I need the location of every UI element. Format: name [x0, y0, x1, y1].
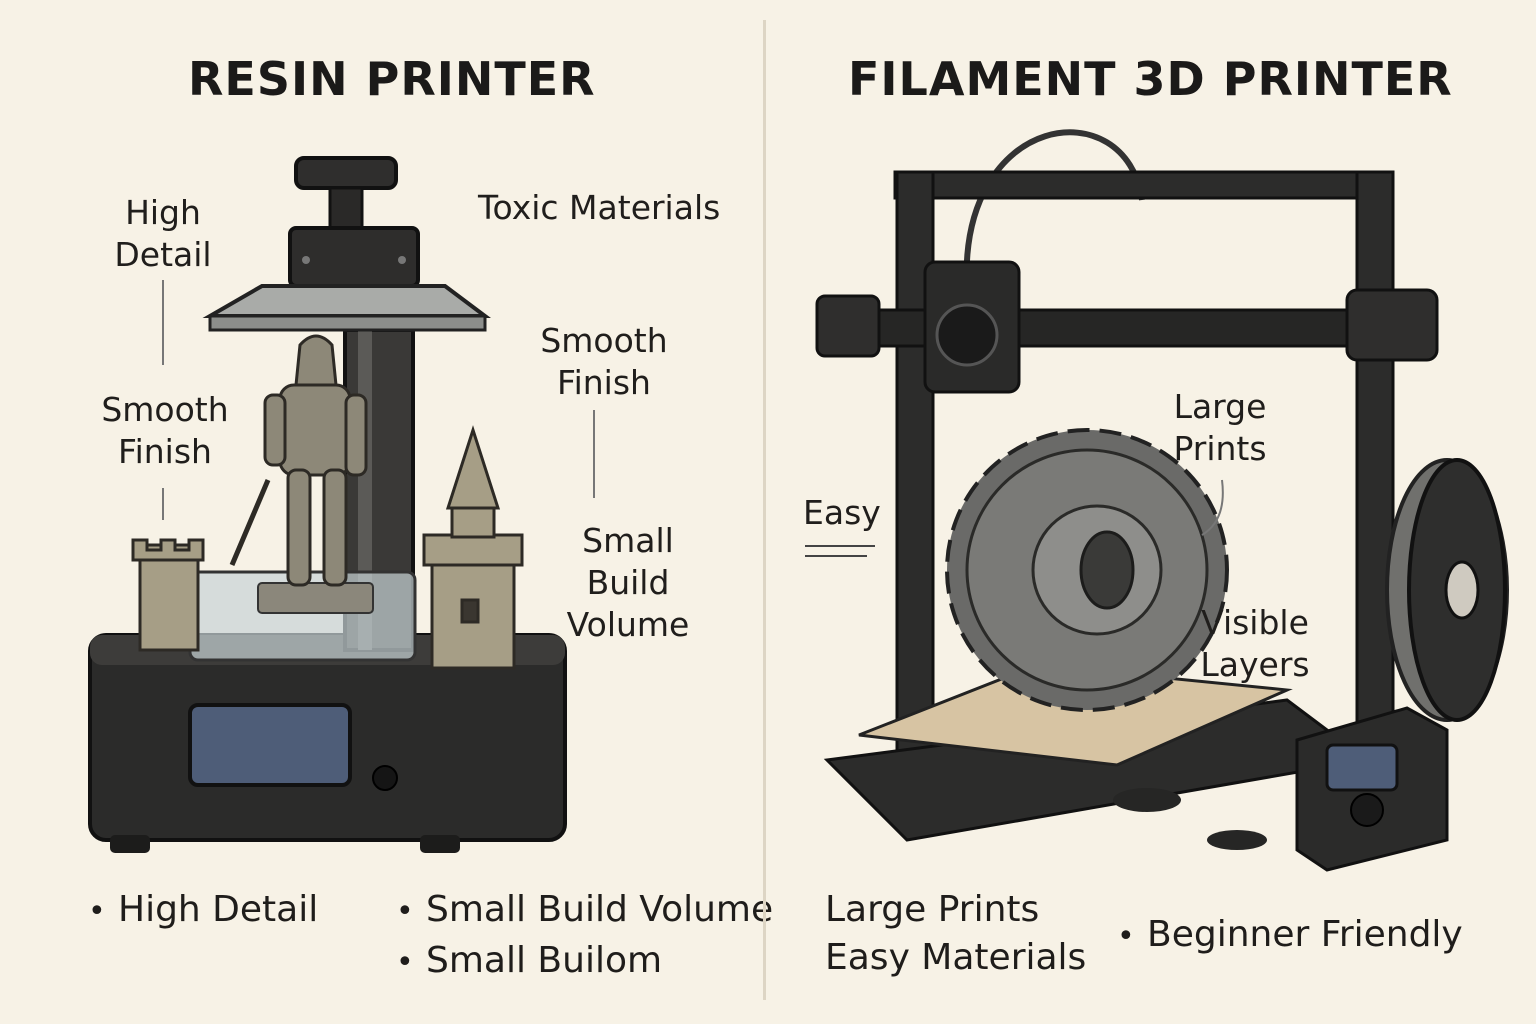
resin-knob-icon	[372, 765, 398, 791]
label-large-prints-line2: Prints	[1173, 429, 1267, 468]
label-small-build-line1: Small	[582, 521, 674, 560]
label-visible-layers-line2: Layers	[1200, 645, 1310, 684]
label-smooth-left-line2: Finish	[118, 432, 212, 471]
label-large-prints: Large Prints	[1165, 386, 1275, 470]
control-knob-icon	[1350, 793, 1384, 827]
feature-large-prints: Large Prints	[825, 889, 1040, 930]
label-smooth-finish-left: Smooth Finish	[92, 389, 238, 473]
knight-figurine	[229, 334, 368, 587]
filament-printer-title: FILAMENT 3D PRINTER	[848, 52, 1453, 106]
filament-printer-illustration	[805, 129, 1509, 872]
fan-icon	[935, 303, 999, 367]
features-large-easy: Large Prints Easy Materials	[825, 886, 1086, 982]
filament-screen	[1325, 743, 1399, 792]
resin-printer-title: RESIN PRINTER	[188, 52, 596, 106]
label-large-prints-line1: Large	[1173, 387, 1267, 426]
label-small-build-line3: Volume	[566, 605, 690, 644]
gear-print	[945, 428, 1229, 712]
label-high-detail: High Detail	[108, 192, 218, 276]
label-visible-layers-line1: Visible	[1201, 603, 1309, 642]
label-easy: Easy	[803, 493, 881, 532]
label-smooth-right-line2: Finish	[557, 363, 651, 402]
label-high-detail-line1: High	[125, 193, 201, 232]
filament-spool	[1385, 458, 1509, 722]
resin-printer-illustration	[88, 156, 595, 853]
panel-divider	[763, 20, 766, 1000]
label-toxic-materials: Toxic Materials	[478, 188, 721, 227]
label-small-build-line2: Build	[586, 563, 670, 602]
label-smooth-finish-right: Smooth Finish	[530, 320, 678, 404]
bullet-high-detail: High Detail	[88, 885, 318, 937]
castle-tower	[131, 538, 205, 652]
label-small-build-volume: Small Build Volume	[556, 520, 700, 646]
label-high-detail-line2: Detail	[114, 235, 212, 274]
resin-printer-panel: RESIN PRINTER High Detail Toxic Material…	[0, 0, 773, 1024]
resin-screen	[188, 703, 352, 787]
bullet-beginner-friendly: Beginner Friendly	[1117, 910, 1463, 962]
bullet-small-builom: Small Builom	[396, 936, 662, 988]
filament-printer-panel: FILAMENT 3D PRINTER Large Prints Easy Vi…	[767, 0, 1536, 1024]
bullet-small-build-volume: Small Build Volume	[396, 885, 773, 937]
label-smooth-left-line1: Smooth	[101, 390, 229, 429]
label-smooth-right-line1: Smooth	[540, 321, 668, 360]
label-visible-layers: Visible Layers	[1195, 602, 1315, 686]
feature-easy-materials: Easy Materials	[825, 937, 1087, 978]
